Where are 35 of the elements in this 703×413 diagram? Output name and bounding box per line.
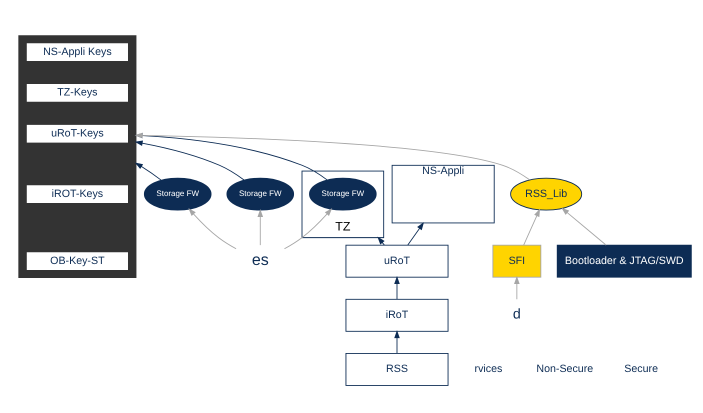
node-box: SFI (492, 244, 542, 278)
node-text: d (512, 306, 521, 322)
node-box: TZ-Keys (26, 82, 129, 102)
node-box: RSS (346, 352, 448, 386)
node-box: iRoT (346, 298, 448, 332)
arrow (134, 132, 328, 180)
arrow (188, 208, 237, 249)
node-box: NS-Appli Keys (26, 42, 129, 62)
arrow (514, 276, 520, 300)
node-box: uRoT-Keys (26, 124, 129, 144)
node-box: NS-Appli (392, 164, 495, 223)
arrow (134, 132, 530, 180)
node-ellipse: Storage FW (226, 177, 294, 210)
arrow (407, 222, 424, 246)
node-ellipse: Storage FW (309, 177, 377, 210)
label: rvices (474, 362, 502, 375)
arrow (394, 330, 400, 354)
arrow (523, 208, 540, 246)
node-box: OB-Key-ST (26, 250, 129, 270)
arrow (134, 162, 162, 180)
arrow (561, 207, 607, 246)
arrow (394, 276, 400, 300)
arrow (377, 236, 385, 246)
cluster (18, 34, 136, 278)
label: Non-Secure (536, 362, 594, 375)
arrow (257, 208, 264, 246)
node-box: Bootloader & JTAG/SWD (556, 244, 692, 278)
node-box: uRoT (346, 244, 448, 278)
label: Secure (624, 362, 658, 375)
node-ellipse: RSS_Lib (510, 177, 582, 210)
arrow (134, 140, 244, 180)
node-text: es (252, 252, 269, 269)
node-box: iROT-Keys (26, 184, 129, 204)
node-ellipse: Storage FW (144, 177, 212, 210)
arrow (284, 208, 332, 249)
